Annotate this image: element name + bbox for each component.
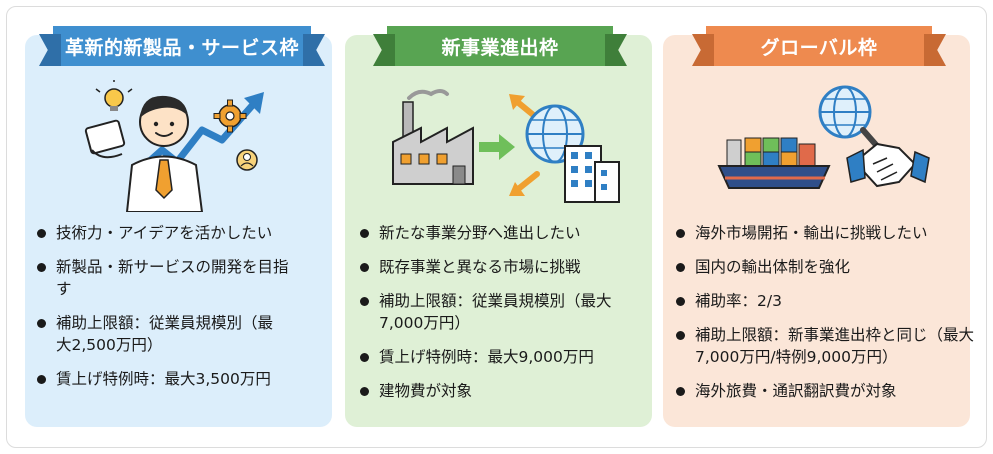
banner-global-title: グローバル枠 bbox=[760, 36, 878, 59]
banner-new-business: 新事業進出枠 bbox=[387, 26, 613, 66]
magnifier-handle-icon bbox=[860, 127, 880, 149]
businessman-icon bbox=[125, 95, 204, 212]
factory-to-global-illustration bbox=[392, 89, 620, 203]
arrow-down-left-icon bbox=[509, 171, 540, 196]
banner-innovative-title: 革新的新製品・サービス枠 bbox=[64, 36, 299, 59]
list-item: 新たな事業分野へ進出したい bbox=[359, 222, 649, 244]
list-item: 賃上げ特例時：最大9,000万円 bbox=[359, 346, 649, 368]
lightbulb-icon bbox=[95, 80, 133, 111]
list-item: 海外旅費・通訳翻訳費が対象 bbox=[675, 380, 975, 402]
list-item: 賃上げ特例時：最大3,500万円 bbox=[36, 368, 326, 390]
banner-global: グローバル枠 bbox=[706, 26, 932, 66]
list-item: 国内の輸出体制を強化 bbox=[675, 256, 975, 278]
points-global: 海外市場開拓・輸出に挑戦したい 国内の輸出体制を強化 補助率：2/3 補助上限額… bbox=[675, 222, 975, 414]
building-icon bbox=[564, 145, 620, 203]
gear-icon bbox=[213, 99, 247, 133]
points-innovative: 技術力・アイデアを活かしたい 新製品・新サービスの開発を目指す 補助上限額：従業… bbox=[36, 222, 326, 402]
list-item: 補助上限額：従業員規模別（最大2,500万円） bbox=[36, 312, 286, 356]
banner-innovative: 革新的新製品・サービス枠 bbox=[53, 26, 311, 66]
globe-icon bbox=[818, 85, 872, 139]
tablet-icon bbox=[84, 119, 126, 159]
list-item: 補助上限額：新事業進出枠と同じ（最大7,000万円/特例9,000万円） bbox=[675, 324, 980, 368]
factory-icon bbox=[392, 89, 474, 185]
arrow-right-icon bbox=[479, 134, 515, 160]
ship-globe-handshake-illustration bbox=[717, 85, 930, 189]
list-item: 新製品・新サービスの開発を目指す bbox=[36, 256, 296, 300]
list-item: 技術力・アイデアを活かしたい bbox=[36, 222, 326, 244]
growth-arrow-icon bbox=[130, 96, 261, 179]
list-item: 既存事業と異なる市場に挑戦 bbox=[359, 256, 649, 278]
list-item: 海外市場開拓・輸出に挑戦したい bbox=[675, 222, 975, 244]
list-item: 建物費が対象 bbox=[359, 380, 649, 402]
cargo-ship-icon bbox=[717, 137, 831, 189]
panel-global bbox=[663, 35, 970, 427]
businessman-growth-illustration bbox=[84, 80, 264, 212]
arrow-up-left-icon bbox=[509, 94, 540, 121]
list-item: 補助上限額：従業員規模別（最大7,000万円） bbox=[359, 290, 619, 334]
panel-new-business bbox=[345, 35, 652, 427]
list-item: 補助率：2/3 bbox=[675, 290, 975, 312]
user-circle-icon bbox=[236, 149, 258, 171]
banner-new-business-title: 新事業進出枠 bbox=[441, 36, 559, 59]
handshake-icon bbox=[846, 142, 930, 188]
points-new-business: 新たな事業分野へ進出したい 既存事業と異なる市場に挑戦 補助上限額：従業員規模別… bbox=[359, 222, 649, 414]
